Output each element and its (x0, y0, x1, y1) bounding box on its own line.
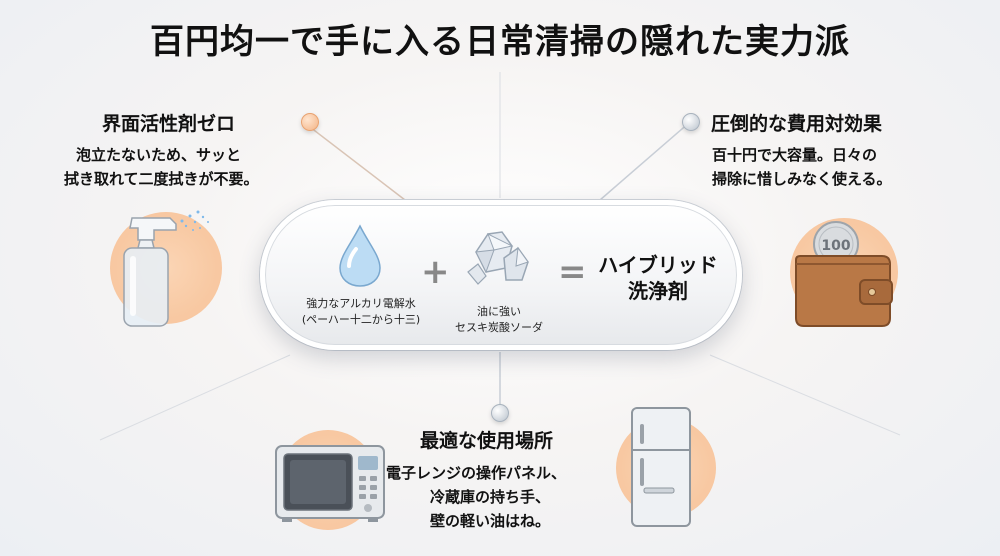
bottom-heading: 最適な使用場所 (420, 430, 554, 452)
formula-item1-line1: 強力なアルカリ電解水 (306, 297, 416, 310)
spray-bottle-icon (123, 210, 209, 327)
formula-capsule (260, 200, 742, 350)
left-dot (301, 113, 319, 131)
refrigerator-icon (631, 407, 691, 527)
right-line2: 掃除に惜しみなく使える。 (712, 170, 892, 188)
coin-label: 100 (821, 238, 850, 254)
connector-lower-right (709, 354, 901, 436)
connector-right (599, 121, 691, 201)
bottom-dot (491, 404, 509, 422)
formula-item2-line1: 油に強い (477, 305, 521, 318)
formula-item1-line2: (ペーハー十二から十三) (301, 313, 421, 326)
formula-item2-line2: セスキ炭酸ソーダ (455, 321, 543, 334)
bottom-line1: 電子レンジの操作パネル、 (386, 464, 567, 482)
bottom-line3: 壁の軽い油はね。 (430, 512, 551, 530)
bottom-line2: 冷蔵庫の持ち手、 (430, 488, 551, 506)
left-heading: 界面活性剤ゼロ (102, 113, 236, 135)
crystal-icon (467, 231, 529, 285)
right-line1: 百十円で大容量。日々の (712, 146, 878, 164)
wallet-icon: 100 (795, 221, 893, 327)
plus-sign: + (421, 252, 450, 292)
left-line2: 拭き取れて二度拭きが不要。 (64, 170, 259, 188)
right-dot (682, 113, 700, 131)
equals-sign: = (558, 252, 587, 292)
water-drop-icon (339, 224, 381, 287)
right-heading: 圧倒的な費用対効果 (711, 113, 883, 135)
result-line1: ハイブリッド (598, 253, 718, 277)
connector-lower-left (99, 354, 291, 441)
left-line1: 泡立たないため、サッと (76, 146, 242, 164)
result-line2: 洗浄剤 (628, 279, 688, 303)
microwave-icon (275, 445, 385, 522)
page-title: 百円均一で手に入る日常清掃の隠れた実力派 (150, 22, 850, 62)
connector-left (305, 123, 406, 201)
